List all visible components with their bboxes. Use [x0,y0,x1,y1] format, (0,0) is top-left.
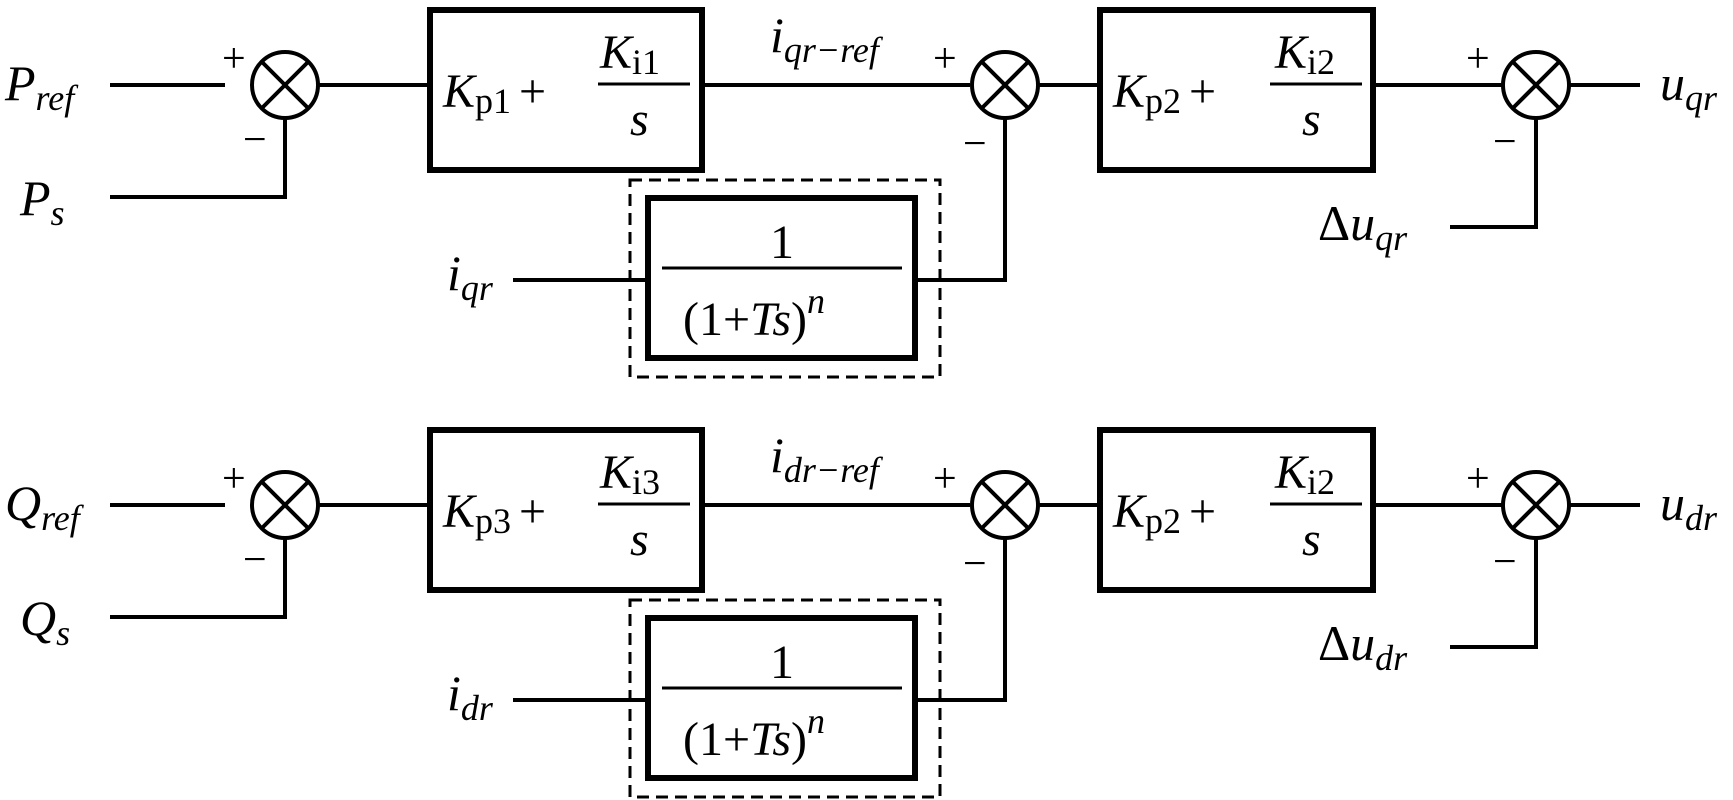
qs-label: Qs [20,590,70,653]
filter-den-2: (1+Ts)n [683,701,825,766]
udr-output-label: udr [1660,475,1718,538]
inner-pi-block-1 [1097,7,1376,173]
outer-pi-ki-1: Ki1 [599,26,660,82]
filter-dashed-frame-2 [628,598,942,799]
inner-pi-den-2: s [1302,513,1321,566]
summing-junction-4 [250,470,320,540]
row-reactive-power: + − Qref Qs Kp3+ Ki3 s idr−ref + − [5,427,1718,799]
uqr-output-label: uqr [1660,55,1718,118]
filter-block-2 [645,615,918,781]
filter-den-1: (1+Ts)n [683,281,825,346]
wire-duqr-to-sum3 [1450,118,1538,229]
sum5-minus-sign: − [963,541,987,587]
sum4-plus-sign: + [222,456,246,502]
sum3-plus-sign: + [1466,36,1490,82]
sum4-minus-sign: − [243,537,267,583]
filter-num-1: 1 [770,216,794,269]
wire-filter-to-sum5 [915,538,1007,702]
qref-label: Qref [5,475,85,538]
sum3-minus-sign: − [1493,119,1517,165]
summing-junction-6 [1501,470,1571,540]
idr-label: idr [447,665,494,728]
delta-uqr-label: Δuqr [1318,195,1408,258]
iqr-ref-label: iqr−ref [770,7,884,70]
summing-junction-1 [250,50,320,120]
wire-filter-to-sum2 [915,118,1007,282]
inner-pi-ki-2: Ki2 [1274,446,1335,502]
idr-ref-label: idr−ref [770,427,884,490]
summing-junction-5 [970,470,1040,540]
sum1-plus-sign: + [222,36,246,82]
summing-junction-2 [970,50,1040,120]
filter-dashed-frame-1 [628,178,942,379]
pref-label: Pref [4,55,79,118]
wire-qs-to-sum4 [110,538,287,619]
sum6-minus-sign: − [1493,539,1517,585]
sum6-plus-sign: + [1466,456,1490,502]
ps-label: Ps [19,170,65,233]
iqr-label: iqr [447,245,494,308]
sum1-minus-sign: − [243,117,267,163]
delta-udr-label: Δudr [1318,615,1408,678]
outer-pi-block-2 [427,427,705,593]
outer-pi-kp-1: Kp1+ [442,65,546,121]
outer-pi-block-1 [427,7,705,173]
filter-block-1 [645,195,918,361]
outer-pi-den-2: s [630,513,649,566]
outer-pi-ki-2: Ki3 [599,446,660,502]
inner-pi-den-1: s [1302,93,1321,146]
inner-pi-ki-1: Ki2 [1274,26,1335,82]
inner-pi-kp-2: Kp2+ [1112,485,1216,541]
outer-pi-den-1: s [630,93,649,146]
wire-dudr-to-sum6 [1450,538,1538,649]
inner-pi-kp-1: Kp2+ [1112,65,1216,121]
wire-ps-to-sum1 [110,118,287,199]
outer-pi-kp-2: Kp3+ [442,485,546,541]
inner-pi-block-2 [1097,427,1376,593]
sum2-minus-sign: − [963,121,987,167]
summing-junction-3 [1501,50,1571,120]
filter-num-2: 1 [770,636,794,689]
sum2-plus-sign: + [933,36,957,82]
row-active-power: + − Pref Ps Kp1+ Ki1 s iqr−ref + − [4,7,1718,379]
sum5-plus-sign: + [933,456,957,502]
